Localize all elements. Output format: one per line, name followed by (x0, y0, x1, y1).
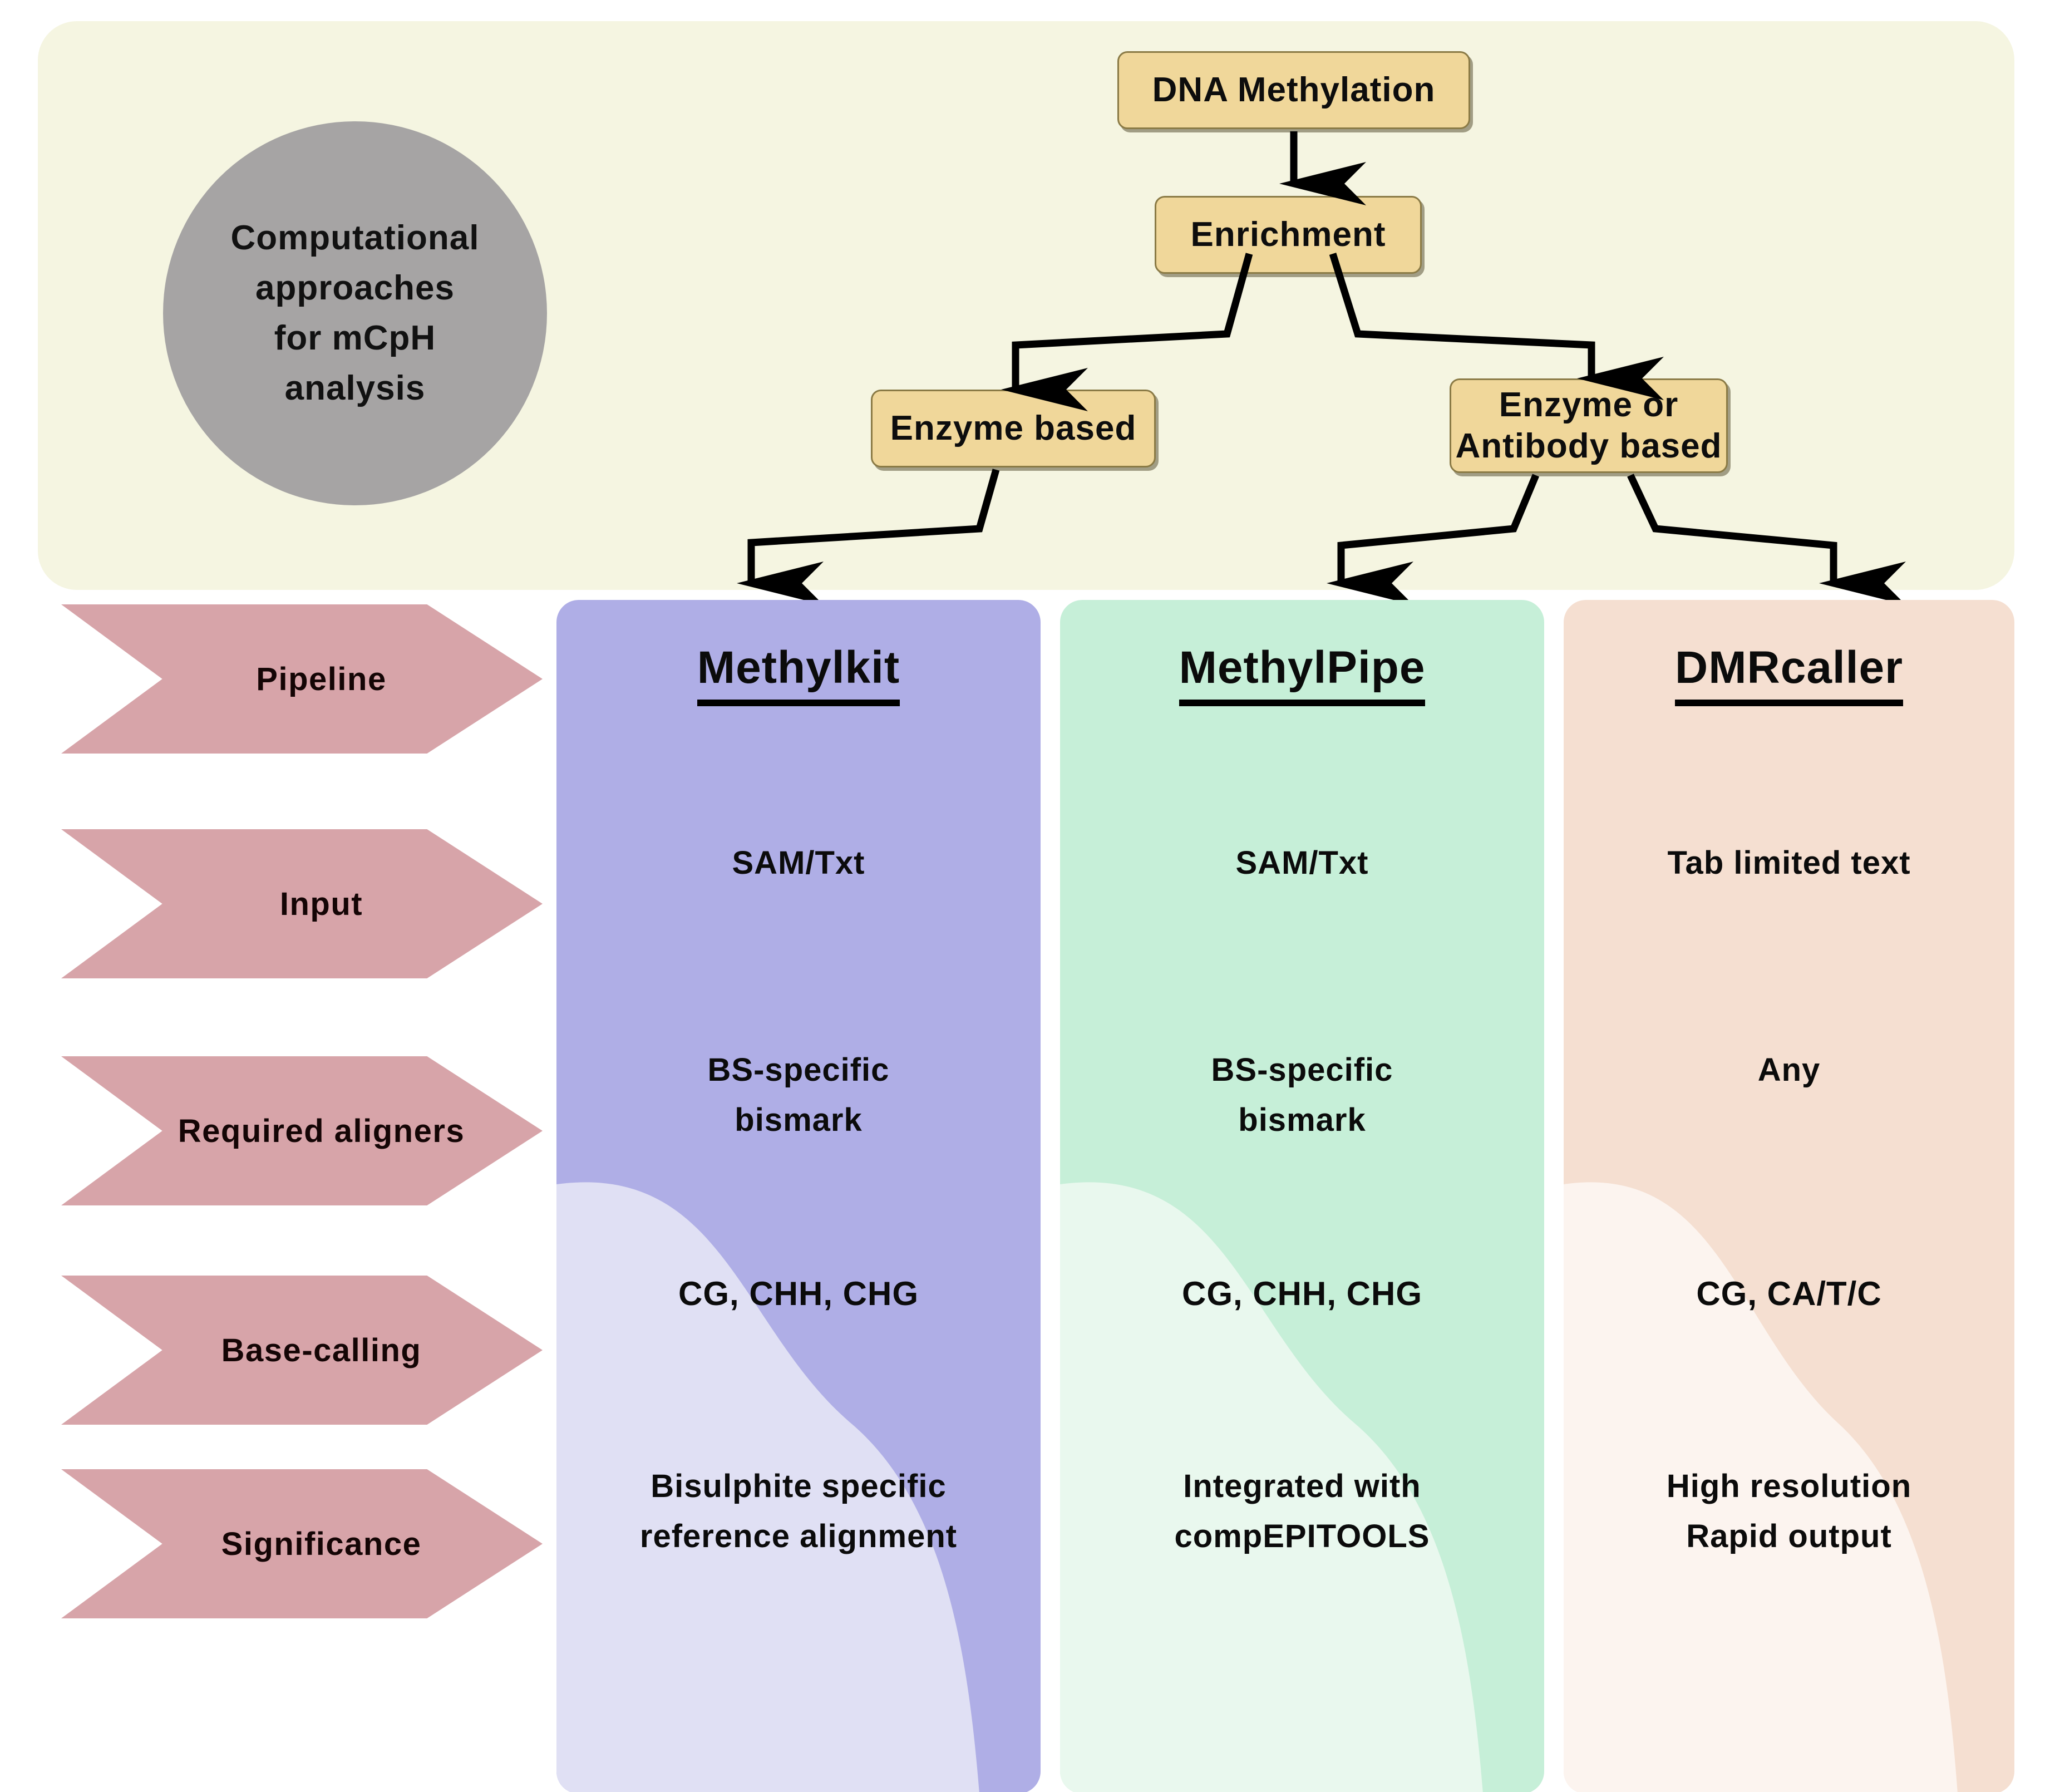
flow-node-enzyme-or-antibody-based-line-2: Antibody based (1455, 427, 1722, 465)
pipeline-column-methylkit-aligner: BS-specific bismark (556, 1045, 1041, 1145)
overview-banner: Computational approaches for mCpH analys… (38, 21, 2014, 590)
pipeline-column-methylpipe-significance: Integrated with compEPITOOLS (1060, 1461, 1544, 1562)
pipeline-column-dmrcaller-background (1564, 600, 2014, 1792)
pipeline-column-methylpipe-title: MethylPipe (1060, 632, 1544, 706)
pipeline-column-methylkit-significance-line-1: Bisulphite specific (651, 1468, 947, 1504)
pipeline-column-dmrcaller-significance: High resolution Rapid output (1564, 1461, 2014, 1562)
pipeline-column-methylpipe-aligner-line-1: BS-specific (1211, 1052, 1393, 1088)
pipeline-column-methylkit-title: Methylkit (556, 632, 1041, 706)
topic-circle-line-3: for mCpH (274, 319, 436, 357)
pipeline-column-methylpipe-aligner: BS-specific bismark (1060, 1045, 1544, 1145)
topic-circle-line-4: analysis (284, 368, 426, 407)
pipeline-column-methylkit-aligner-line-2: bismark (735, 1101, 863, 1138)
pipeline-column-methylpipe-significance-line-1: Integrated with (1183, 1468, 1421, 1504)
flow-node-enrichment-label: Enrichment (1190, 215, 1386, 254)
row-label-pipeline[interactable]: Pipeline (61, 604, 543, 754)
pipeline-column-dmrcaller-input: Tab limited text (1667, 845, 1911, 881)
pipeline-column-methylkit-significance-line-2: reference alignment (639, 1518, 958, 1554)
row-label-input-text: Input (279, 885, 363, 922)
pipeline-column-dmrcaller[interactable]: DMRcaller Tab limited text Any CG, CA/T/… (1564, 600, 2014, 1792)
flow-node-enzyme-based[interactable]: Enzyme based (871, 390, 1156, 467)
row-label-pipeline-text: Pipeline (256, 661, 387, 697)
row-label-input[interactable]: Input (61, 829, 543, 978)
row-label-required-aligners-text: Required aligners (178, 1112, 465, 1149)
flow-node-enzyme-based-label: Enzyme based (890, 408, 1137, 447)
pipeline-column-dmrcaller-aligner: Any (1564, 1045, 2014, 1095)
pipeline-column-methylkit-significance: Bisulphite specific reference alignment (556, 1461, 1041, 1562)
flow-node-enzyme-or-antibody-based-line-1: Enzyme or (1499, 385, 1679, 424)
topic-circle-line-1: Computational (230, 219, 480, 258)
row-label-base-calling-text: Base-calling (221, 1332, 422, 1368)
flow-node-dna-methylation-label: DNA Methylation (1152, 70, 1436, 109)
pipeline-column-methylpipe-input: SAM/Txt (1235, 845, 1369, 881)
pipeline-column-methylpipe-base-calling: CG, CHH, CHG (1182, 1275, 1422, 1312)
pipeline-column-methylpipe[interactable]: MethylPipe SAM/Txt BS-specific bismark C… (1060, 600, 1544, 1792)
pipeline-column-dmrcaller-significance-line-1: High resolution (1666, 1468, 1912, 1504)
row-label-base-calling[interactable]: Base-calling (61, 1276, 543, 1425)
row-label-required-aligners[interactable]: Required aligners (61, 1056, 543, 1205)
row-label-significance-text: Significance (221, 1525, 422, 1562)
pipeline-column-dmrcaller-aligner-line-1: Any (1757, 1052, 1821, 1088)
flow-node-enzyme-or-antibody-based[interactable]: Enzyme or Antibody based (1450, 378, 1728, 473)
flow-node-dna-methylation[interactable]: DNA Methylation (1117, 51, 1470, 129)
pipeline-column-methylkit-background (556, 600, 1041, 1792)
pipeline-column-methylkit-aligner-line-1: BS-specific (707, 1052, 890, 1088)
topic-circle: Computational approaches for mCpH analys… (163, 121, 547, 505)
pipeline-column-methylpipe-significance-line-2: compEPITOOLS (1174, 1518, 1430, 1554)
pipeline-column-methylpipe-aligner-line-2: bismark (1238, 1101, 1366, 1138)
flow-node-enrichment[interactable]: Enrichment (1155, 196, 1422, 274)
pipeline-column-dmrcaller-base-calling: CG, CA/T/C (1696, 1275, 1882, 1312)
pipeline-column-methylkit-base-calling: CG, CHH, CHG (678, 1275, 919, 1312)
topic-circle-line-2: approaches (255, 269, 455, 308)
pipeline-column-methylkit-input: SAM/Txt (732, 845, 865, 881)
pipeline-column-methylpipe-background (1060, 600, 1544, 1792)
pipeline-column-methylkit[interactable]: Methylkit SAM/Txt BS-specific bismark CG… (556, 600, 1041, 1792)
pipeline-column-dmrcaller-significance-line-2: Rapid output (1686, 1518, 1892, 1554)
pipeline-column-dmrcaller-title: DMRcaller (1564, 632, 2014, 706)
row-label-significance[interactable]: Significance (61, 1469, 543, 1618)
